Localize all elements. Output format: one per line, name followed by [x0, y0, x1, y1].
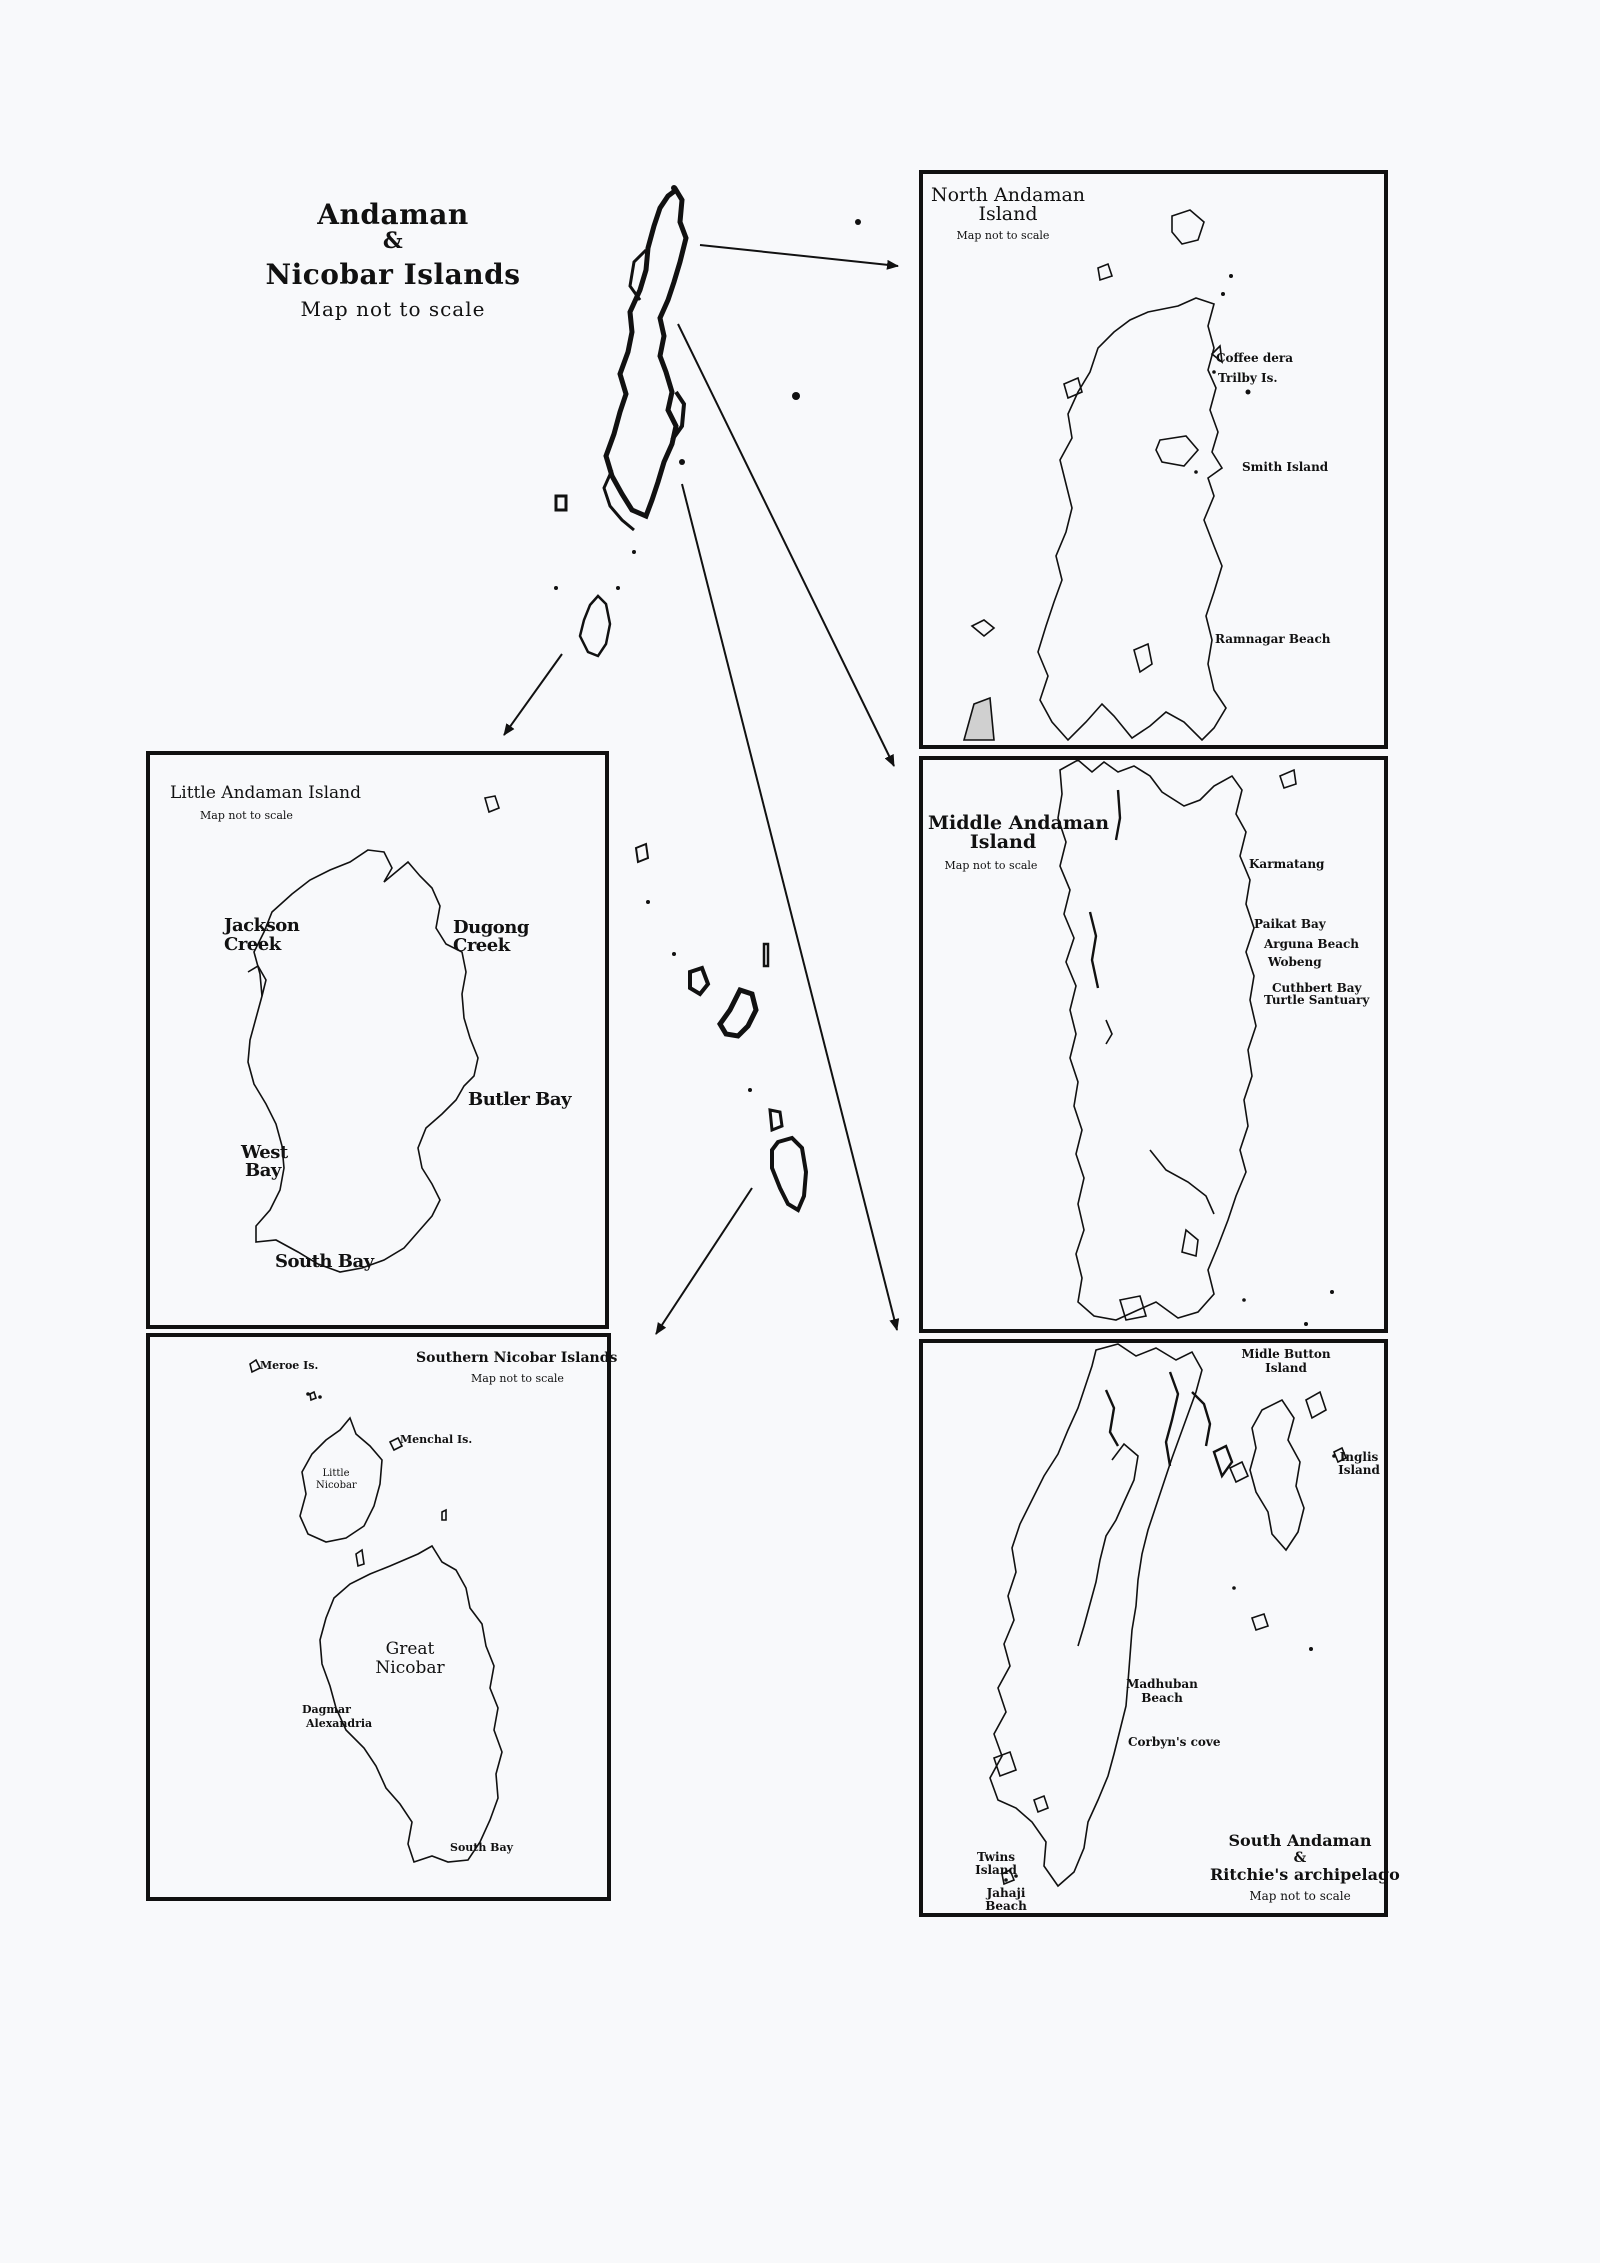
label-dugong: Dugong [453, 917, 529, 938]
label-wobeng: Wobeng [1268, 955, 1322, 969]
label-jackson-creek: Creek [224, 934, 281, 955]
north-andaman-title-line2: Island [978, 203, 1038, 225]
middle-andaman-outline [1057, 759, 1297, 1321]
label-corbyns-cove: Corbyn's cove [1128, 1735, 1221, 1749]
label-west: West [241, 1142, 288, 1163]
south-andaman-title-line2: Ritchie's archipelago [1210, 1865, 1400, 1884]
label-ramnagar-beach: Ramnagar Beach [1215, 632, 1331, 646]
little-andaman-panel [146, 751, 609, 1329]
middle-andaman-subtitle: Map not to scale [944, 859, 1038, 872]
southern-nicobar-title: Southern Nicobar Islands [416, 1350, 618, 1366]
label-south-bay-little-andaman: South Bay [275, 1251, 374, 1272]
middle-andaman-title-line2: Island [969, 831, 1037, 853]
label-great-nicobar: Nicobar [375, 1658, 445, 1678]
label-trilby-island: Trilby Is. [1218, 371, 1278, 385]
main-title-line1: Andaman [317, 198, 469, 231]
label-midle-button: Midle Button [1241, 1347, 1331, 1361]
label-twins-island: Island [975, 1863, 1017, 1877]
label-twins: Twins [977, 1850, 1015, 1864]
middle-andaman-creeks [1088, 789, 1122, 989]
label-meroe-island: Meroe Is. [260, 1359, 319, 1372]
little-andaman-subtitle: Map not to scale [200, 809, 293, 822]
north-andaman-panel [919, 170, 1388, 749]
label-jahaji: Jahaji [986, 1886, 1026, 1900]
middle-andaman-islets [1242, 1290, 1334, 1326]
southern-nicobar-subtitle: Map not to scale [471, 1372, 564, 1385]
south-andaman-coast [1104, 1371, 1234, 1479]
north-andaman-subtitle: Map not to scale [956, 229, 1050, 242]
north-andaman-title-line1: North Andaman [930, 184, 1086, 206]
label-cuthbert-bay: Cuthbert Bay [1272, 981, 1362, 995]
label-west-bay: Bay [245, 1160, 281, 1181]
label-menchal-island: Menchal Is. [400, 1433, 473, 1446]
north-andaman-outline [962, 209, 1227, 742]
label-turtle-santuary: Turtle Santuary [1264, 993, 1370, 1007]
north-andaman-islets [1194, 274, 1251, 474]
label-dugong-creek: Creek [453, 935, 510, 956]
label-jahaji-beach: Beach [985, 1899, 1027, 1913]
overview-island-chain [554, 186, 809, 1213]
main-subtitle: Map not to scale [300, 297, 486, 321]
main-title-amp: & [382, 228, 404, 254]
middle-andaman-panel [919, 756, 1388, 1333]
label-inglis: Inglis [1339, 1450, 1379, 1464]
connector-arrows [503, 244, 900, 1335]
label-jackson: Jackson [224, 915, 300, 936]
label-little: Little [322, 1468, 350, 1479]
label-inglis-island: Island [1338, 1463, 1380, 1477]
label-dagmar: Dagmar [302, 1703, 351, 1716]
south-andaman-islets [1004, 1454, 1336, 1882]
southern-nicobar-islets [306, 1392, 322, 1399]
little-andaman-outline [247, 795, 500, 1273]
label-paikat-bay: Paikat Bay [1254, 917, 1326, 931]
southern-nicobar-panel [146, 1333, 611, 1901]
middle-andaman-title-line1: Middle Andaman [928, 812, 1110, 834]
label-butler-bay: Butler Bay [468, 1089, 572, 1110]
little-andaman-title: Little Andaman Island [170, 783, 361, 803]
label-madhuban-beach: Beach [1141, 1691, 1183, 1705]
label-midle-button-island: Island [1265, 1361, 1307, 1375]
label-smith-island: Smith Island [1242, 460, 1329, 474]
south-andaman-subtitle: Map not to scale [1249, 1889, 1351, 1903]
label-madhuban: Madhuban [1126, 1677, 1198, 1691]
label-arguna-beach: Arguna Beach [1264, 937, 1360, 951]
label-alexandria: Alexandria [306, 1717, 373, 1730]
label-little-nicobar: Nicobar [316, 1480, 357, 1491]
south-andaman-panel [919, 1339, 1388, 1917]
label-great: Great [385, 1639, 435, 1659]
label-coffee-dera: Coffee dera [1216, 351, 1293, 365]
south-andaman-title-line1: South Andaman [1228, 1831, 1372, 1850]
southern-nicobar-outline [249, 1358, 503, 1864]
south-andaman-title-amp: & [1293, 1850, 1307, 1866]
label-karmatang: Karmatang [1249, 857, 1325, 871]
overview-islets [554, 185, 861, 1092]
south-andaman-outline [989, 1343, 1348, 1888]
label-south-bay-great-nicobar: South Bay [450, 1841, 514, 1854]
main-title-line2: Nicobar Islands [265, 258, 521, 291]
